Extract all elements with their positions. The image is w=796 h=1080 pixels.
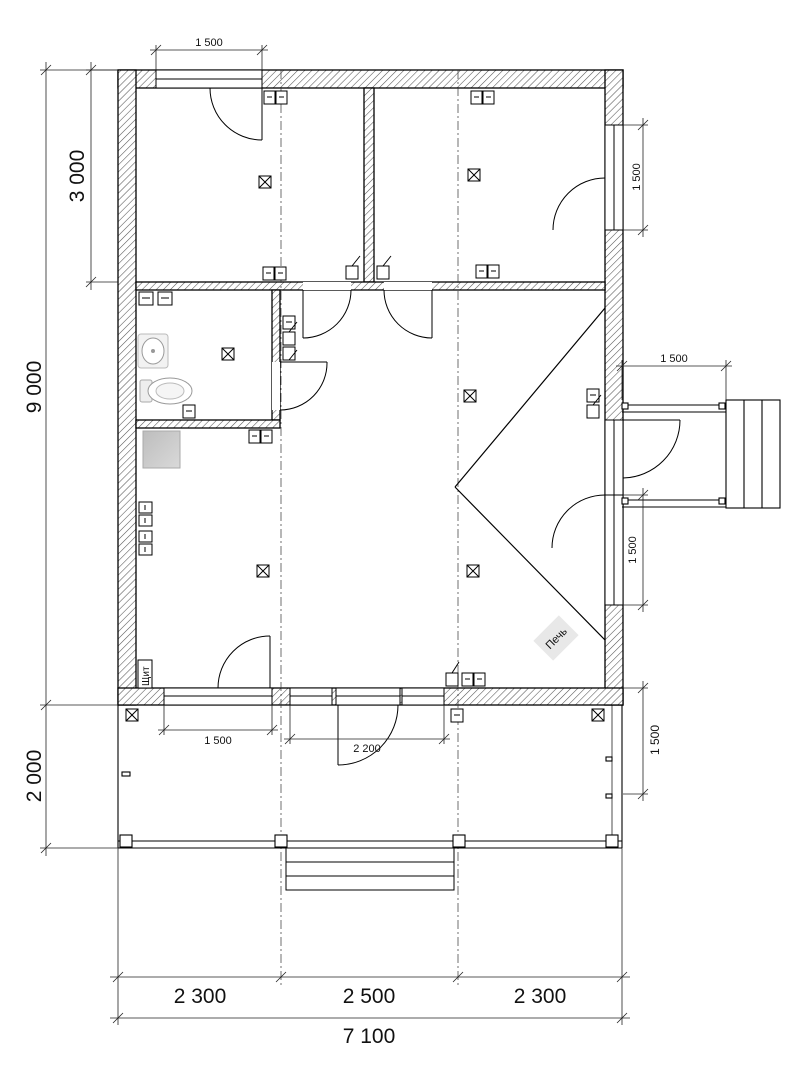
socket-icon xyxy=(450,708,464,723)
dim-porch-width: 1 500 xyxy=(660,353,688,365)
ceiling-light-icon xyxy=(463,389,477,403)
post xyxy=(274,834,288,848)
panel-label: Щит xyxy=(141,666,152,686)
bathroom-fixtures xyxy=(137,333,193,469)
post xyxy=(119,834,133,848)
switch-icon xyxy=(376,255,392,280)
dim-rooms-depth: 3 000 xyxy=(66,150,89,203)
switch-icon xyxy=(445,661,460,687)
dim-top-window: 1 500 xyxy=(195,37,223,49)
bedroom-door-opening-right xyxy=(384,282,432,290)
terrace xyxy=(117,705,623,849)
side-porch xyxy=(621,399,781,509)
ceiling-light-icon xyxy=(256,564,270,578)
door-entry xyxy=(622,419,681,479)
socket-icon xyxy=(182,404,196,419)
ceiling-light-icon xyxy=(591,708,605,722)
socket-block-icon xyxy=(138,501,153,556)
front-steps xyxy=(285,847,455,891)
socket-double-icon xyxy=(475,264,500,279)
dim-right-window-top: 1 500 xyxy=(631,163,643,191)
socket-double-icon xyxy=(470,90,495,105)
openings xyxy=(155,69,624,706)
stove-box xyxy=(533,615,579,661)
switch-icon xyxy=(345,255,361,280)
bathroom-door-opening xyxy=(272,362,280,410)
bathroom-bottom-wall xyxy=(135,419,281,429)
socket-double-icon xyxy=(263,90,288,105)
door-bedroom-2-window-side xyxy=(552,177,606,231)
stove: Печь xyxy=(533,615,579,661)
socket-double-icon xyxy=(461,672,486,687)
switch-icon xyxy=(586,394,602,419)
dim-bay-middle: 2 500 xyxy=(343,985,396,1008)
door-front-left xyxy=(217,635,271,689)
electrical-symbols xyxy=(125,90,605,723)
dim-front-window-left: 1 500 xyxy=(204,735,232,747)
dimension-lines xyxy=(40,44,732,1025)
boiler-icon xyxy=(142,430,181,469)
door-bedroom-1-to-hall xyxy=(302,289,352,339)
electrical-panel: Щит xyxy=(137,659,153,689)
socket-double-icon xyxy=(248,429,273,444)
bedroom-bottom-wall xyxy=(135,281,606,291)
side-steps xyxy=(725,399,781,509)
ceiling-light-icon xyxy=(258,175,272,189)
ceiling-light-icon xyxy=(466,564,480,578)
sink-icon xyxy=(137,333,169,369)
dim-terrace-depth: 2 000 xyxy=(23,750,46,803)
socket-double-icon xyxy=(138,291,173,306)
dim-bay-right: 2 300 xyxy=(514,985,567,1008)
door-front-terrace xyxy=(337,704,399,766)
dim-right-window-bottom: 1 500 xyxy=(627,536,639,564)
bedroom-partition-wall xyxy=(363,87,375,283)
left-wall xyxy=(117,69,137,706)
dim-terrace-right: 1 500 xyxy=(648,725,662,755)
stove-diagonal-lines xyxy=(454,307,606,641)
socket-double-icon xyxy=(262,266,287,281)
doors xyxy=(209,87,681,766)
socket-icon xyxy=(586,388,600,403)
dim-total-width: 7 100 xyxy=(343,1025,396,1048)
dimension-labels: 2 300 2 500 2 300 7 100 9 000 3 000 2 00… xyxy=(23,37,688,1048)
ceiling-light-icon xyxy=(467,168,481,182)
bedroom-door-opening-left xyxy=(303,282,351,290)
door-bathroom xyxy=(279,361,328,411)
door-bedroom-2-to-hall xyxy=(383,289,433,339)
dim-bay-left: 2 300 xyxy=(174,985,227,1008)
post xyxy=(452,834,466,848)
ceiling-light-icon xyxy=(125,708,139,722)
toilet-icon xyxy=(139,377,193,405)
dim-front-window-middle: 2 200 xyxy=(353,743,381,755)
socket-icon xyxy=(282,315,296,330)
switch-icon xyxy=(282,321,298,346)
door-right-lower xyxy=(551,494,606,549)
door-bedroom-1 xyxy=(209,87,263,141)
switch-icon xyxy=(282,346,298,361)
ceiling-light-icon xyxy=(221,347,235,361)
dim-house-depth: 9 000 xyxy=(23,361,46,414)
walls xyxy=(117,69,624,706)
post xyxy=(605,834,619,848)
